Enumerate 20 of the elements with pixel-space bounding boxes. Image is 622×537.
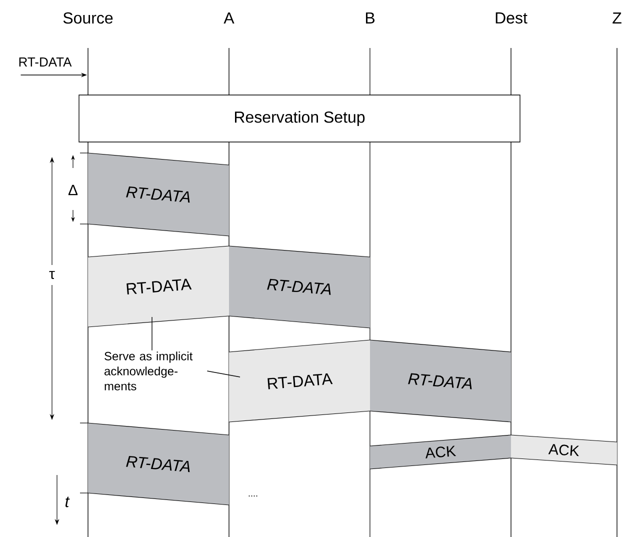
- message-label: RT-DATA: [19, 58, 72, 66]
- lifeline-label: B: [366, 12, 374, 24]
- lifeline-label: A: [224, 12, 234, 24]
- axis-label: t: [66, 496, 70, 508]
- message-block: ACK: [370, 434, 512, 470]
- note-text: Serve as implicit acknowledge- ments: [104, 352, 193, 390]
- message-block: RT-DATA: [228, 246, 370, 328]
- lifeline-label: Dest: [496, 12, 528, 24]
- message-block: RT-DATA: [88, 246, 230, 328]
- message-block: RT-DATA: [88, 422, 230, 506]
- leader-line: [206, 370, 240, 378]
- dimension-label: τ: [49, 270, 55, 280]
- lifeline-label: Source: [63, 12, 113, 24]
- message-block: RT-DATA: [370, 340, 512, 422]
- dimension-label: Δ: [68, 184, 78, 196]
- message-block: ACK: [510, 434, 618, 466]
- lifeline-label: Z: [612, 12, 622, 24]
- message-block: RT-DATA: [88, 152, 230, 236]
- message-block: RT-DATA: [228, 340, 370, 422]
- process-box: Reservation Setup: [78, 94, 520, 142]
